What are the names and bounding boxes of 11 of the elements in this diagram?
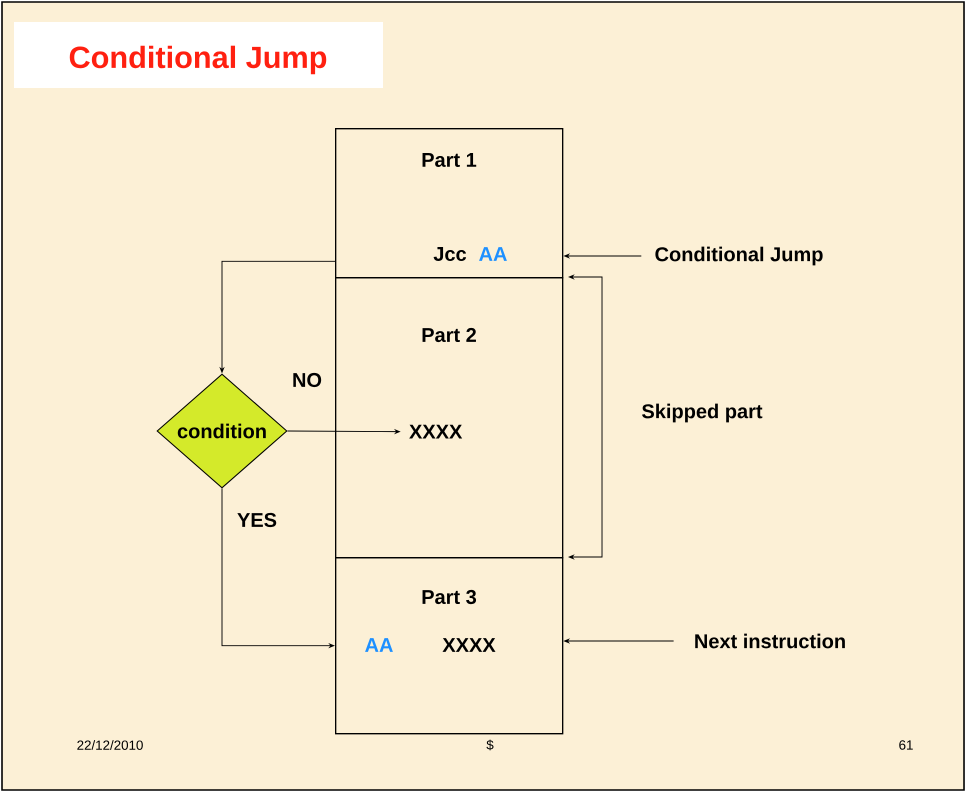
- text-label: Conditional Jump: [655, 246, 823, 266]
- text-label: Skipped part: [642, 404, 762, 422]
- edge-label: YES: [237, 512, 276, 528]
- edge-label: NO: [293, 372, 322, 388]
- title-banner: Conditional Jump: [14, 22, 383, 88]
- text-label: Next instruction: [695, 634, 845, 648]
- part-box: Part 3 AA XXXX: [335, 557, 564, 734]
- page-number: 61: [899, 740, 913, 750]
- text-label: XXXX: [409, 424, 462, 439]
- date-text: 22/12/2010: [77, 740, 143, 750]
- part-box: Part 1 Jcc AA: [335, 128, 564, 278]
